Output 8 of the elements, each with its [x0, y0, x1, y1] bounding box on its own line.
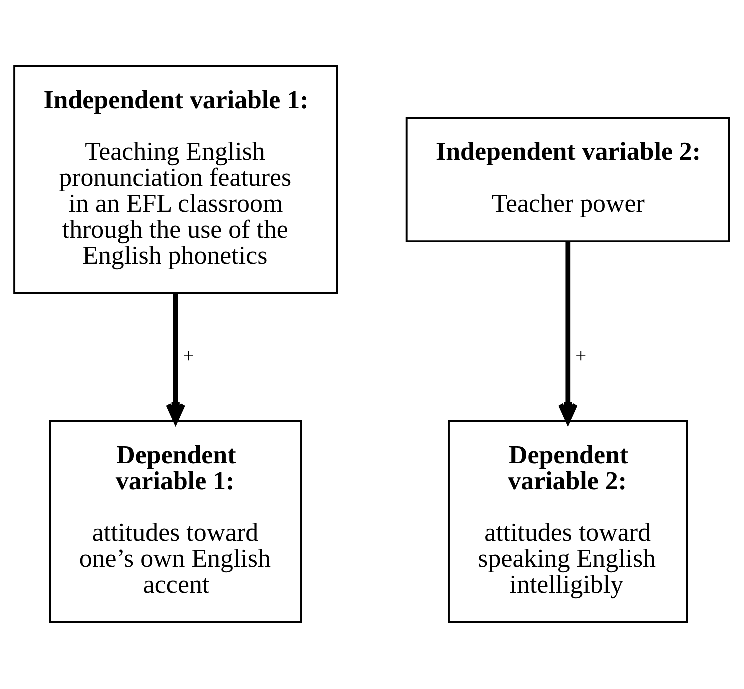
arrow [558, 242, 578, 424]
edge-label: + [183, 346, 194, 368]
node-box: Independent variable 2: Teacher power [406, 117, 730, 243]
edge-label: + [576, 346, 587, 368]
node-box: Independent variable 1: Teaching English pronunciation features in an EFL classroom through the use of the English phonetics [14, 66, 338, 294]
node-box: Dependent variable 1: attitudes toward one’s own English accent [49, 420, 302, 624]
arrow [166, 293, 186, 424]
node-box: Dependent variable 2: attitudes toward speaking English intelligibly [448, 420, 688, 624]
